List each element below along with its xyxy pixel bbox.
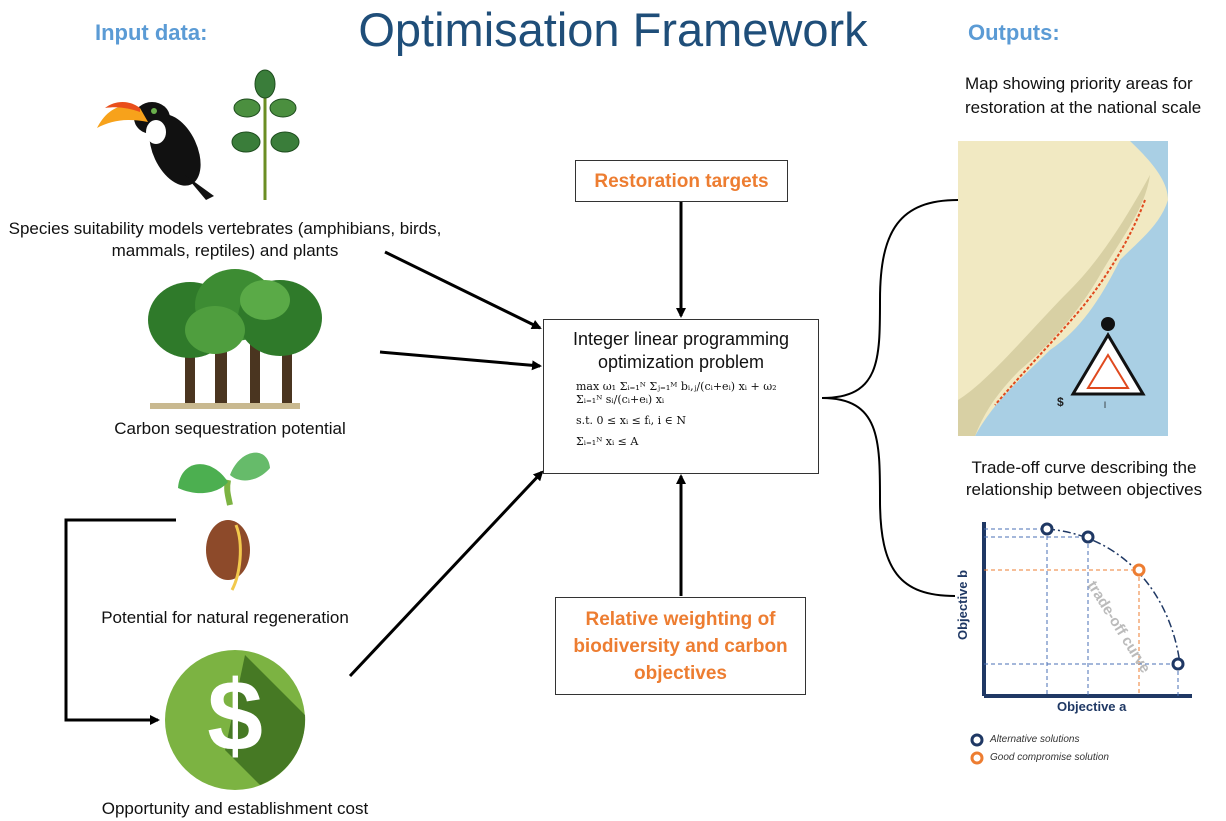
weighting-text: Relative weighting of biodiversity and c… (573, 608, 788, 684)
bracket-outputs (821, 199, 959, 597)
formula-area: Σᵢ₌₁ᴺ xᵢ ≤ A (576, 435, 639, 448)
axis-y-label: Objective b (955, 569, 970, 640)
regeneration-label: Potential for natural regeneration (101, 608, 349, 627)
page-title: Optimisation Framework (358, 3, 868, 56)
restoration-targets-box: Restoration targets (575, 160, 788, 202)
arrow-species (384, 250, 542, 330)
map-label: Map showing priority areas for restorati… (965, 74, 1202, 117)
legend-alternative: Alternative solutions (990, 734, 1080, 745)
formula-objective: max ω₁ Σᵢ₌₁ᴺ Σⱼ₌₁ᴹ bᵢ,ⱼ/(cᵢ+eᵢ) xᵢ + ω₂ … (576, 380, 777, 406)
output-heading: Outputs: (968, 20, 1060, 45)
cost-label: Opportunity and establishment cost (101, 799, 369, 818)
radar-dollar-label: $ (1057, 395, 1064, 409)
formula-constraint: s.t. 0 ≤ xᵢ ≤ fᵢ, i ∈ N (576, 414, 686, 427)
tradeoff-label: Trade-off curve describing the relations… (965, 458, 1203, 499)
restoration-targets-text: Restoration targets (594, 170, 769, 192)
weighting-box: Relative weighting of biodiversity and c… (555, 597, 806, 695)
radar-bottom-label: l (1104, 400, 1106, 410)
optimization-problem-box: Integer linear programming optimization … (543, 319, 819, 474)
legend-compromise: Good compromise solution (990, 752, 1109, 763)
axis-x-label: Objective a (1057, 699, 1127, 714)
arrow-cost (348, 470, 544, 678)
species-label: Species suitability models vertebrates (… (8, 219, 442, 260)
input-heading: Input data: (95, 20, 208, 45)
arrow-carbon (379, 350, 542, 371)
carbon-label: Carbon sequestration potential (114, 419, 346, 438)
arrow-regeneration-cost (64, 518, 176, 725)
problem-title: Integer linear programming optimization … (572, 329, 790, 372)
svg-text:$: $ (207, 660, 263, 772)
